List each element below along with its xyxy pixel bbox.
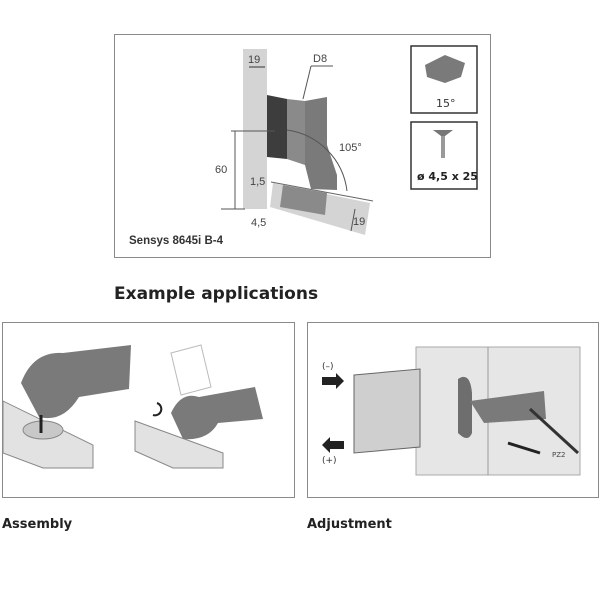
assembly-drawing <box>3 344 263 469</box>
dim-opening-angle: 105° <box>339 142 362 154</box>
adjustment-caption: Adjustment <box>307 517 392 532</box>
model-label: Sensys 8645i B-4 <box>129 235 224 247</box>
rotate-arrow-icon <box>152 402 163 417</box>
assembly-illustration <box>2 322 295 498</box>
screwdriver-icon <box>528 407 580 455</box>
plate-angle: 15° <box>436 97 456 110</box>
section-heading: Example applications <box>114 284 319 304</box>
screw-size: ø 4,5 x 25 <box>417 170 478 183</box>
door-icon <box>353 368 421 454</box>
hinge-shape <box>470 391 546 423</box>
double-arrow-icon <box>507 441 541 455</box>
hinge-arm <box>305 97 337 190</box>
dim-panel-thickness: 19 <box>248 54 260 66</box>
assembly-caption: Assembly <box>2 517 73 532</box>
hand-outline <box>170 344 212 396</box>
adjustment-drawing: (–) (+) PZ2 <box>322 346 581 476</box>
dim-gap: 1,5 <box>250 176 265 188</box>
mounting-plate <box>267 95 287 159</box>
hinge-cup <box>280 185 327 215</box>
plus-label: (+) <box>322 456 337 466</box>
mounting-plate-icon <box>425 55 465 83</box>
arrow-left-icon <box>322 437 344 453</box>
side-panel <box>243 49 267 209</box>
screw-icon <box>433 130 453 158</box>
hinge-shape <box>21 345 131 419</box>
dim-boring: D8 <box>313 53 327 65</box>
driver-label: PZ2 <box>552 451 565 459</box>
dim-offset: 4,5 <box>251 217 266 229</box>
hinge-drawing: 19 D8 105° 60 1,5 4,5 19 Sensys 8645i B-… <box>129 45 478 247</box>
minus-label: (–) <box>322 362 334 372</box>
adjustment-illustration: (–) (+) PZ2 <box>307 322 599 498</box>
dim-door-thickness: 19 <box>353 216 365 228</box>
dim-height: 60 <box>215 164 227 176</box>
hinge-spec-diagram: 19 D8 105° 60 1,5 4,5 19 Sensys 8645i B-… <box>114 34 491 258</box>
hinge-shape-installed <box>171 387 263 440</box>
arrow-right-icon <box>322 373 344 389</box>
mounting-plate <box>458 376 472 438</box>
